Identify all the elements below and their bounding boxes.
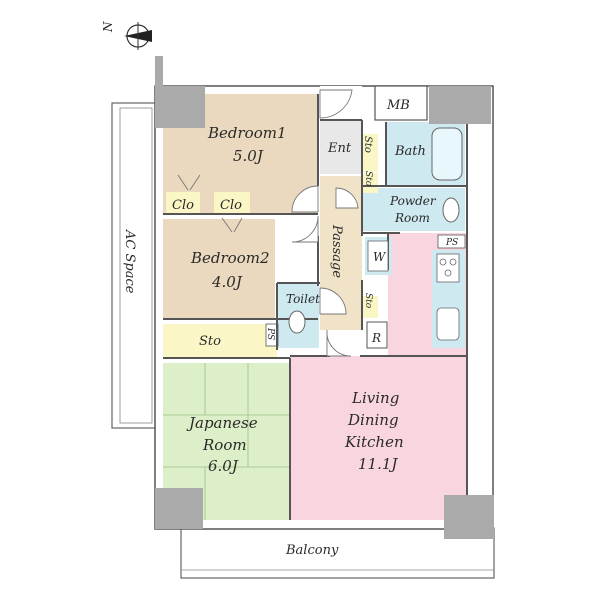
bedroom2-door: [291, 215, 319, 243]
bedroom2-name: Bedroom2: [190, 249, 270, 267]
interior-walls: [163, 94, 468, 520]
bedroom2-floor: [163, 219, 275, 318]
compass: N: [101, 21, 152, 50]
closet-2: [214, 192, 250, 214]
toilet-bowl-icon: [288, 310, 306, 334]
refrigerator-label: R: [371, 331, 381, 345]
powder-room-label-2: Room: [394, 211, 430, 225]
closet-2-label: Clo: [220, 198, 242, 213]
washer-label: W: [373, 250, 387, 264]
storage-label: Sto: [199, 334, 221, 349]
closet-door-2: [221, 217, 243, 233]
stove-icon: [436, 253, 460, 283]
ldk-storage: [362, 296, 378, 318]
ldk-storage-label: Sto: [363, 293, 373, 309]
passage-storage-label: Sto: [363, 171, 373, 187]
ldk-size: 11.1J: [358, 455, 398, 473]
bath-label: Bath: [394, 144, 426, 159]
ac-space-label: AC Space: [122, 229, 137, 294]
pipe-shaft-2: [437, 234, 466, 249]
washing-machine-icon: [367, 240, 389, 272]
japanese-room-name-2: Room: [202, 436, 247, 454]
ldk-door: [326, 329, 352, 357]
bedroom1-door: [291, 185, 319, 213]
storage-floor: [163, 324, 277, 358]
bedroom1-size: 5.0J: [233, 147, 264, 165]
japanese-room-name-1: Japanese: [186, 414, 258, 432]
toilet-label: Toilet: [286, 292, 320, 306]
closet-1: [166, 192, 200, 214]
sink-icon: [436, 307, 460, 341]
ps-1-label: PS: [265, 327, 275, 340]
entrance-floor: [320, 120, 362, 174]
bedroom1-name: Bedroom1: [207, 124, 287, 142]
pillars: [155, 56, 494, 539]
entrance-storage-label: Sto: [362, 136, 373, 153]
entrance-label: Ent: [327, 141, 352, 156]
fixtures: [288, 127, 463, 341]
refrigerator: [366, 321, 388, 349]
powder-door: [335, 187, 359, 209]
tatami-grid: [163, 363, 290, 520]
ldk-line3: Kitchen: [344, 433, 404, 451]
balcony-label: Balcony: [285, 543, 339, 558]
ldk-floor: [290, 356, 467, 520]
entrance-storage: [362, 134, 378, 172]
passage-storage: [362, 173, 378, 193]
ac-space: AC Space: [111, 102, 157, 429]
japanese-room-size: 6.0J: [208, 457, 239, 475]
mb-label: MB: [386, 98, 410, 113]
ps-2-label: PS: [445, 238, 458, 248]
powder-room-label-1: Powder: [389, 194, 437, 208]
meter-box: [374, 85, 428, 121]
closet-1-label: Clo: [172, 198, 194, 213]
ldk-line1: Living: [351, 389, 399, 407]
bedroom2-size: 4.0J: [211, 273, 243, 291]
passage-label: Passage: [329, 224, 344, 278]
wash-basin-icon: [442, 197, 460, 223]
compass-north-label: N: [101, 21, 115, 33]
ldk-line2: Dining: [347, 411, 399, 429]
closet-door-1: [177, 174, 201, 191]
ac-space-inner: [119, 107, 153, 424]
bathtub-icon: [431, 127, 463, 181]
doors: [177, 89, 359, 357]
front-door: [319, 89, 353, 119]
toilet-door: [319, 287, 347, 315]
